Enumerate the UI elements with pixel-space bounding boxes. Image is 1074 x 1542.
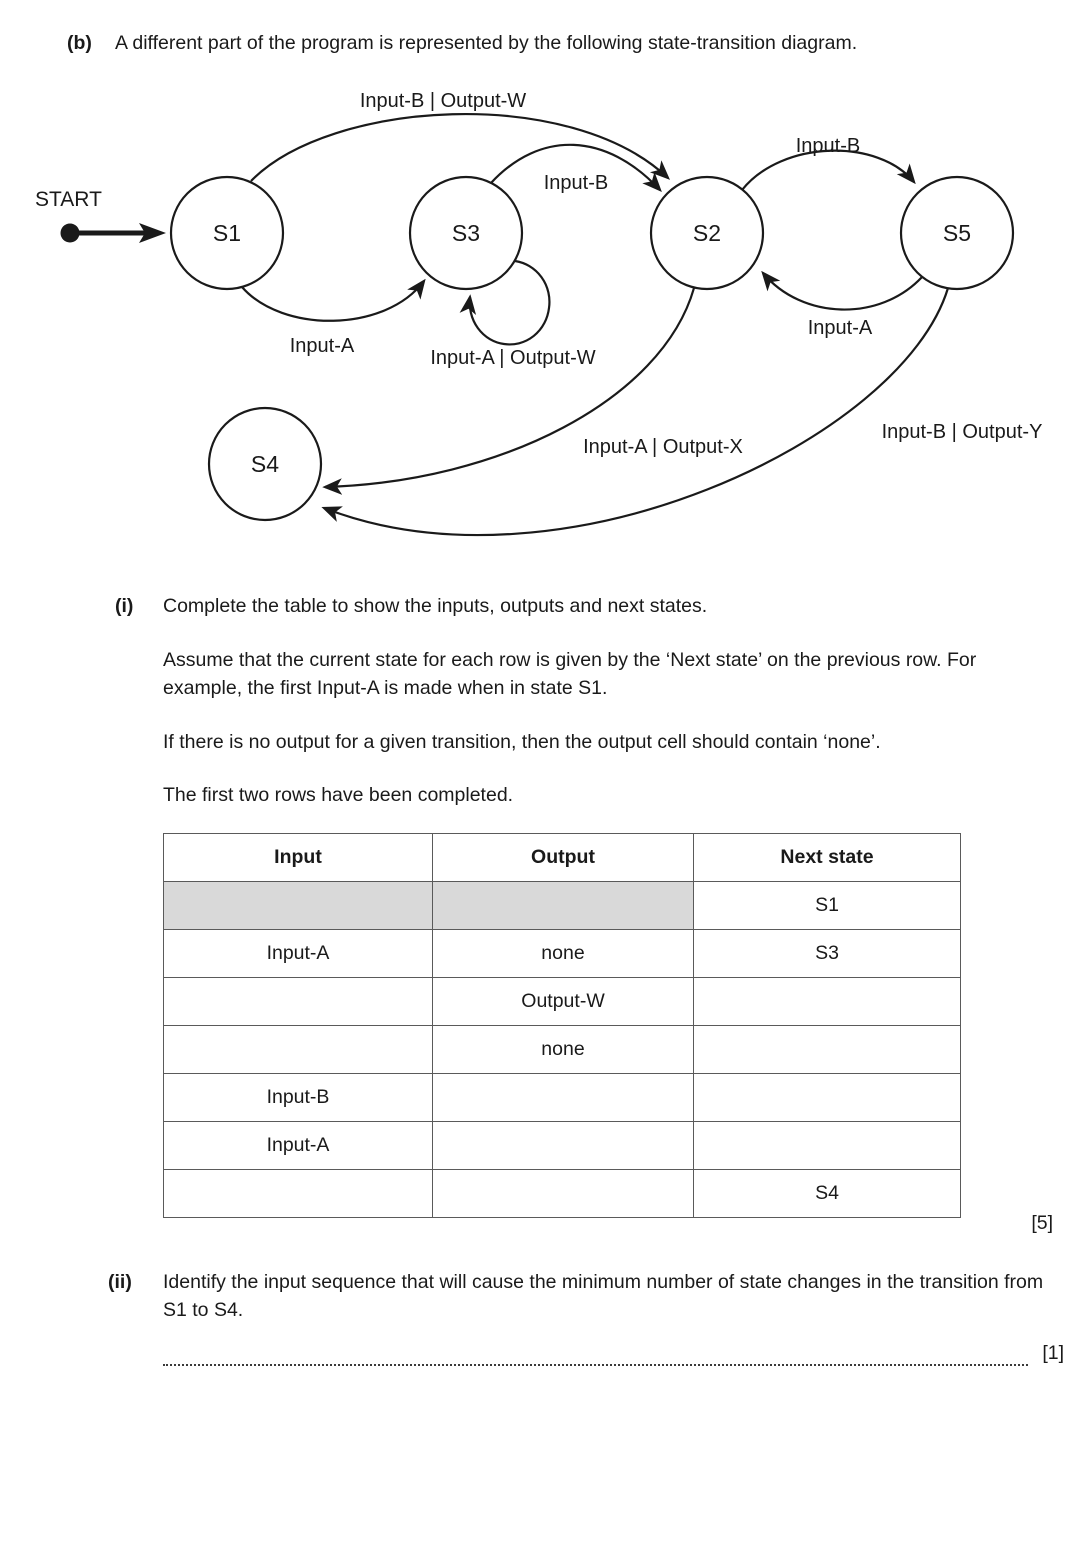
state-s1-label: S1 [213, 220, 241, 246]
cell-r6-next [693, 1121, 961, 1170]
edge-s5-s2-label: Input-A [808, 317, 873, 339]
col-header-next-state: Next state [693, 833, 961, 882]
part-i-heading: (i) Complete the table to show the input… [115, 594, 1055, 618]
table-row: Input-A [163, 1121, 961, 1170]
state-s2-label: S2 [693, 220, 721, 246]
col-header-output: Output [432, 833, 694, 882]
edge-s2-to-s4-arrow [322, 287, 696, 495]
col-header-input: Input [163, 833, 433, 882]
cell-r2-output: none [432, 929, 694, 978]
state-s3-label: S3 [452, 220, 480, 246]
table-header-row: Input Output Next state [163, 833, 961, 882]
state-transition-diagram: START S1 S3 S2 S5 S4 Input-B | Output-W … [35, 90, 1043, 537]
cell-r2-next: S3 [693, 929, 961, 978]
part-i-paragraph-none: If there is no output for a given transi… [163, 731, 881, 753]
part-i-paragraph-assume: Assume that the current state for each r… [163, 649, 977, 699]
edge-s2-s4-label: Input-A | Output-X [583, 436, 743, 458]
cell-r5-input: Input-B [163, 1073, 433, 1122]
part-ii-label: (ii) [108, 1271, 132, 1293]
answer-row: [1] [163, 1340, 1064, 1366]
cell-r2-input: Input-A [163, 929, 433, 978]
table-row: S4 [163, 1169, 961, 1218]
edge-s3-s2-label: Input-B [544, 172, 608, 194]
cell-r3-next [693, 977, 961, 1026]
state-s5-label: S5 [943, 220, 971, 246]
edge-s1-to-s2-arrow [250, 112, 671, 182]
part-ii-heading: (ii) Identify the input sequence that wi… [108, 1268, 1058, 1324]
start-label: START [35, 188, 102, 211]
cell-r1-input [163, 881, 433, 930]
cell-r7-input [163, 1169, 433, 1218]
part-ii-marks: [1] [1042, 1342, 1064, 1364]
edge-s2-s5-label: Input-B [796, 135, 860, 157]
edge-s2-to-s5-arrow [741, 149, 916, 191]
cell-r4-input [163, 1025, 433, 1074]
cell-r3-input [163, 977, 433, 1026]
transition-table: Input Output Next state S1 Input-A none … [163, 833, 961, 1218]
table-row: S1 [163, 881, 961, 930]
table-row: Output-W [163, 977, 961, 1026]
answer-dotted-line [163, 1342, 1029, 1366]
table-row: Input-A none S3 [163, 929, 961, 978]
cell-r4-next [693, 1025, 961, 1074]
state-s1-circle [169, 175, 285, 291]
edge-s3-to-s2-arrow [490, 143, 662, 193]
part-i-label: (i) [115, 595, 134, 617]
question-b-text: A different part of the program is repre… [115, 32, 858, 54]
cell-r6-output [432, 1121, 694, 1170]
cell-r4-output: none [432, 1025, 694, 1074]
part-i-paragraph-first-rows: The first two rows have been completed. [163, 784, 514, 806]
cell-r1-output [432, 881, 694, 930]
edge-s5-s4-label: Input-B | Output-Y [882, 421, 1043, 443]
part-ii-text: Identify the input sequence that will ca… [163, 1271, 1044, 1321]
cell-r5-output [432, 1073, 694, 1122]
state-s5-circle [899, 175, 1015, 291]
state-s4-label: S4 [251, 451, 279, 477]
cell-r7-output [432, 1169, 694, 1218]
cell-r6-input: Input-A [163, 1121, 433, 1170]
state-s3-circle [408, 175, 524, 291]
state-s2-circle [649, 175, 765, 291]
edge-s5-to-s4-arrow [321, 287, 950, 537]
edge-s1-s2-label: Input-B | Output-W [360, 90, 526, 112]
edge-s3-self-loop-arrow [459, 259, 551, 346]
edge-s3-loop-label: Input-A | Output-W [430, 347, 595, 369]
part-i-intro: Complete the table to show the inputs, o… [163, 595, 708, 617]
start-arrowhead [139, 223, 166, 243]
table-row: none [163, 1025, 961, 1074]
state-s4-circle [207, 406, 323, 522]
edge-s5-to-s2-arrow [761, 270, 923, 311]
cell-r7-next: S4 [693, 1169, 961, 1218]
question-b-label: (b) [67, 32, 92, 54]
question-b-heading: (b) A different part of the program is r… [67, 31, 1047, 55]
table-row: Input-B [163, 1073, 961, 1122]
part-i-marks: [5] [1031, 1212, 1053, 1234]
edge-s1-s3-label: Input-A [290, 335, 355, 357]
cell-r1-next: S1 [693, 881, 961, 930]
edge-s1-to-s3-arrow [241, 278, 426, 322]
cell-r3-output: Output-W [432, 977, 694, 1026]
cell-r5-next [693, 1073, 961, 1122]
